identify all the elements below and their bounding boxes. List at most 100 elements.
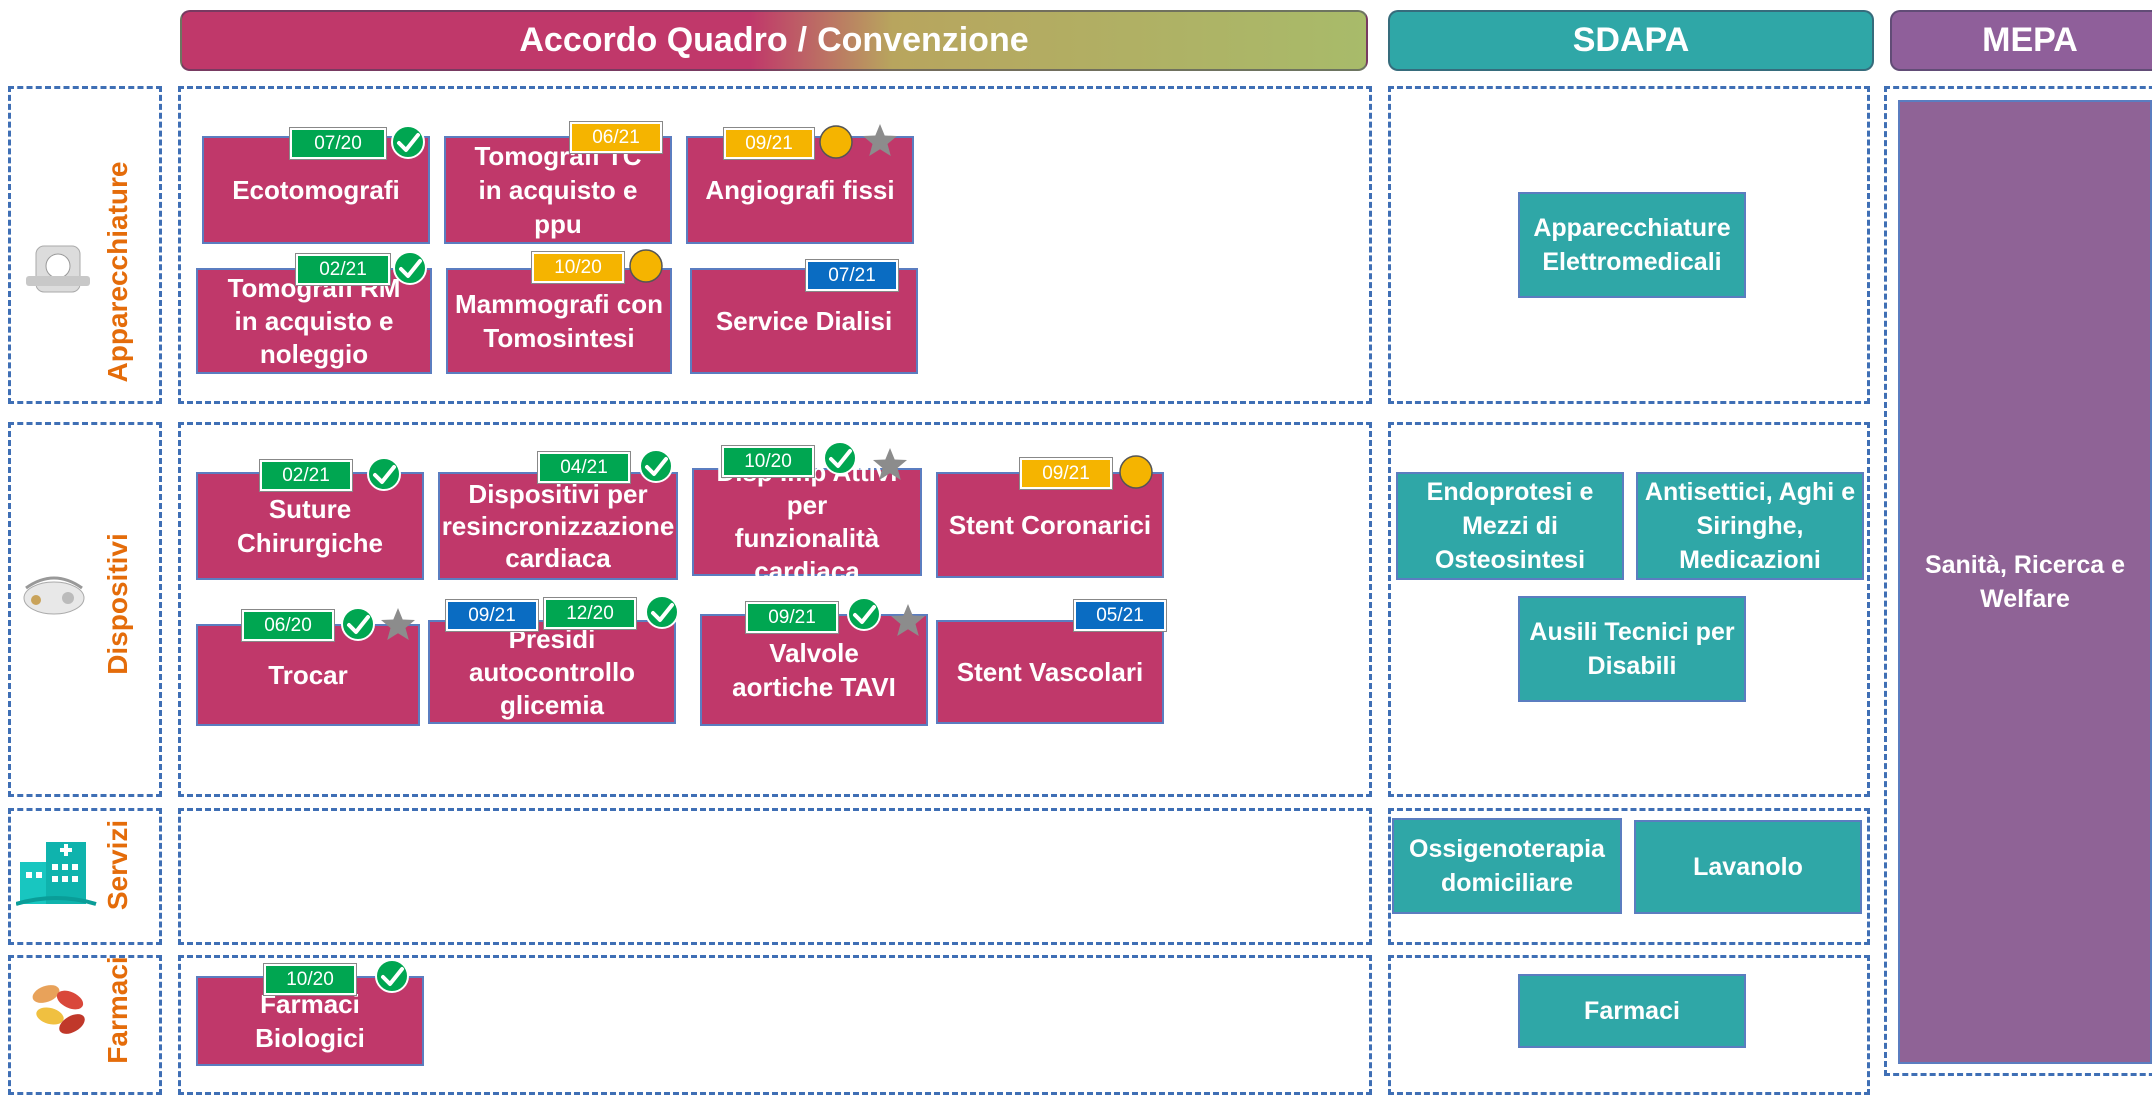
box-label-line3: cardiaca <box>754 556 860 586</box>
date-tag: 07/21 <box>805 259 899 292</box>
mepa-panel <box>1884 86 2152 1076</box>
date-tag: 12/20 <box>543 597 637 630</box>
date-tag: 09/21 <box>723 127 815 160</box>
row-label-servizi: Servizi <box>102 819 133 911</box>
box-label: Angiografi fissi <box>705 175 895 205</box>
box-label: Ecotomografi <box>232 175 400 205</box>
box-ecotomografi: Ecotomografi <box>202 136 430 244</box>
box-label-line2: Elettromedicali <box>1542 248 1722 276</box>
date-tag: 07/20 <box>289 127 387 160</box>
date-tag: 09/21 <box>445 599 539 632</box>
box-label: Service Dialisi <box>715 306 893 336</box>
check-icon <box>366 456 402 492</box>
box-label-line1: Valvole <box>769 638 859 668</box>
box-label-line2: autocontrollo <box>468 656 636 687</box>
star-icon <box>873 448 907 480</box>
box-label-line2: Tomosintesi <box>483 323 635 353</box>
box-stent-coronarici: Stent Coronarici <box>936 472 1164 578</box>
check-icon <box>846 596 882 632</box>
box-label-line1: Ossigenoterapia <box>1409 835 1605 863</box>
accordo-panel-apparecchiature <box>178 86 1372 404</box>
check-icon <box>392 250 428 286</box>
header-sdapa: SDAPA <box>1388 10 1874 71</box>
box-label-line3: glicemia <box>499 689 605 720</box>
box-label-line1: Endoprotesi e <box>1426 478 1594 506</box>
row-label-panel-apparecchiature <box>8 86 162 404</box>
box-label-line2: Chirurgiche <box>237 528 383 558</box>
check-icon <box>644 594 680 630</box>
box-label-line3: cardiaca <box>505 543 611 573</box>
accordo-panel-dispositivi <box>178 422 1372 797</box>
box-valvole-aortiche: Valvole aortiche TAVI <box>700 614 928 726</box>
box-dispositivi-resincronizzazione: Dispositivi per resincronizzazione cardi… <box>438 472 678 580</box>
box-label: Trocar <box>268 660 348 690</box>
header-convenzione-label: Convenzione <box>817 21 1029 59</box>
check-icon <box>340 606 376 642</box>
box-label-line2: aortiche TAVI <box>732 672 896 702</box>
box-label-line1: Suture <box>268 494 352 524</box>
box-label-line3: Osteosintesi <box>1434 546 1586 574</box>
sdapa-box-endoprotesi: Endoprotesi e Mezzi di Osteosintesi <box>1396 472 1624 580</box>
header-accordo-convenzione: Accordo Quadro / Convenzione <box>180 10 1368 71</box>
date-tag: 02/21 <box>295 253 391 286</box>
sdapa-box-lavanolo: Lavanolo <box>1634 820 1862 914</box>
box-label-line2: Mezzi di <box>1462 512 1558 540</box>
box-label-line1: Sanità, Ricerca e <box>1924 551 2126 579</box>
box-label-line1: Dispositivi per <box>468 479 648 509</box>
row-label-farmaci: Farmaci <box>102 956 133 1064</box>
box-presidi-autocontrollo: Presidi autocontrollo glicemia <box>428 620 676 724</box>
check-icon <box>390 124 426 160</box>
sdapa-panel-dispositivi <box>1388 422 1870 797</box>
box-mammografi: Mammografi con Tomosintesi <box>446 268 672 374</box>
header-separator: / <box>797 21 808 59</box>
star-icon <box>381 608 415 640</box>
sdapa-box-antisettici: Antisettici, Aghi e Siringhe, Medicazion… <box>1636 472 1864 580</box>
medical-devices-icon <box>23 576 85 615</box>
medical-scanner-icon <box>26 245 90 293</box>
box-trocar: Trocar <box>196 624 420 726</box>
check-icon <box>638 448 674 484</box>
sdapa-panel-apparecchiature <box>1388 86 1870 404</box>
date-tag: 04/21 <box>537 451 631 484</box>
box-label-line1: Mammografi con <box>454 289 664 319</box>
date-tag: 10/20 <box>531 251 625 284</box>
pending-circle-icon <box>819 125 853 159</box>
box-label-line2: in acquisto e <box>234 305 394 336</box>
box-label-line2: Siringhe, <box>1696 512 1804 540</box>
box-disp-imp-attivi: Disp Imp Attivi per funzionalità cardiac… <box>692 457 922 586</box>
pending-circle-icon <box>1119 455 1153 489</box>
sdapa-box-farmaci: Farmaci <box>1518 974 1746 1048</box>
box-stent-vascolari: Stent Vascolari <box>936 620 1164 724</box>
box-label-line1: Antisettici, Aghi e <box>1644 478 1856 506</box>
star-icon <box>863 124 897 156</box>
box-label-line2: Disabili <box>1587 652 1677 680</box>
sdapa-box-ausili-tecnici: Ausili Tecnici per Disabili <box>1518 596 1746 702</box>
sdapa-box-apparecchiature-elettromedicali: Apparecchiature Elettromedicali <box>1518 192 1746 298</box>
sdapa-box-ossigenoterapia: Ossigenoterapia domiciliare <box>1392 818 1622 914</box>
box-label-line2: resincronizzazione <box>441 511 675 541</box>
date-tag: 02/21 <box>259 459 353 492</box>
check-icon <box>822 440 858 476</box>
date-tag: 09/21 <box>1019 457 1113 490</box>
box-label: Stent Coronarici <box>948 510 1152 540</box>
box-label: Farmaci Biologici <box>255 989 365 1053</box>
box-label-line2: funzionalità <box>734 523 880 553</box>
date-tag: 10/20 <box>721 445 815 478</box>
box-label-line3: noleggio <box>259 338 369 369</box>
row-label-dispositivi: Dispositivi <box>102 533 133 675</box>
box-label: Lavanolo <box>1693 853 1803 881</box>
date-tag: 09/21 <box>745 601 839 634</box>
header-accordo-label: Accordo Quadro <box>519 21 788 59</box>
mepa-box-sanita-ricerca-welfare: Sanità, Ricerca e Welfare <box>1898 100 2152 1064</box>
date-tag: 05/21 <box>1073 599 1167 632</box>
date-tag: 06/21 <box>569 121 663 154</box>
box-label: Stent Vascolari <box>956 657 1144 687</box>
box-label-line2: in acquisto e ppu <box>478 175 638 239</box>
accordo-panel-servizi <box>178 808 1372 945</box>
box-label-line1: Ausili Tecnici per <box>1529 618 1735 646</box>
row-label-panel-servizi <box>8 808 162 945</box>
row-label-apparecchiature: Apparecchiature <box>102 161 133 383</box>
box-label-line3: Medicazioni <box>1679 546 1821 574</box>
pills-icon <box>32 985 85 1034</box>
check-icon <box>374 958 410 994</box>
